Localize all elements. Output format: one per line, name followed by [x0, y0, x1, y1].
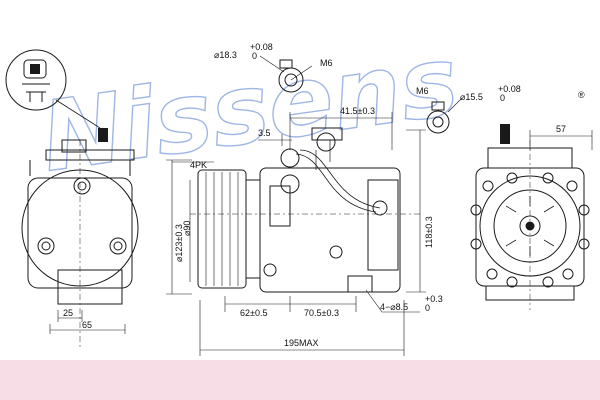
dim-18-3-tol-lower: 0 [252, 51, 257, 61]
dim-15-5: ⌀15.5 [460, 92, 483, 102]
dim-4x8-5-tol-lower: 0 [425, 303, 430, 313]
dim-62: 62±0.5 [240, 308, 267, 318]
right-view: 57 [470, 124, 593, 310]
dim-41-5: 41.5±0.3 [340, 106, 375, 116]
center-mount-foot [347, 275, 373, 293]
dim-90: ⌀90 [182, 221, 192, 236]
dim-15-5-tol-upper: +0.08 [498, 84, 521, 94]
dim-25: 25 [63, 308, 73, 318]
compressor-housing [259, 167, 401, 293]
dim-m6-right: M6 [416, 86, 429, 96]
dim-3-5: 3.5 [258, 128, 271, 138]
dim-4x8-5-tol-upper: +0.3 [425, 294, 443, 304]
dim-65: 65 [82, 320, 92, 330]
dim-18-3-tol-upper: +0.08 [250, 42, 273, 52]
fitting-details: ⌀18.3 +0.08 0 M6 M6 ⌀15.5 +0.08 0 [214, 42, 521, 134]
port-fitting-b [426, 110, 450, 134]
left-view: 25 65 [5, 49, 139, 350]
dim-118: 118±0.3 [424, 216, 434, 248]
connector-pins [22, 83, 50, 102]
dim-4pk: 4PK [190, 160, 207, 170]
connector-detail-circle [5, 49, 67, 111]
dim-15-5-tol-lower: 0 [500, 93, 505, 103]
dim-195max: 195MAX [284, 338, 319, 348]
dim-70-5: 70.5±0.3 [304, 308, 339, 318]
watermark-registered: ® [578, 90, 585, 100]
dim-4x8-5: 4−⌀8.5 [380, 302, 408, 312]
connector-plug [23, 59, 47, 79]
dim-57: 57 [556, 124, 566, 134]
bottom-color-band [0, 360, 600, 400]
center-view: ⌀123±0.3 ⌀90 4PK 118±0.3 41.5±0.3 3.5 62… [166, 106, 443, 356]
left-mount-foot [57, 269, 123, 305]
dim-18-3: ⌀18.3 [214, 50, 237, 60]
dim-123: ⌀123±0.3 [174, 224, 184, 262]
dim-m6-top: M6 [320, 58, 333, 68]
